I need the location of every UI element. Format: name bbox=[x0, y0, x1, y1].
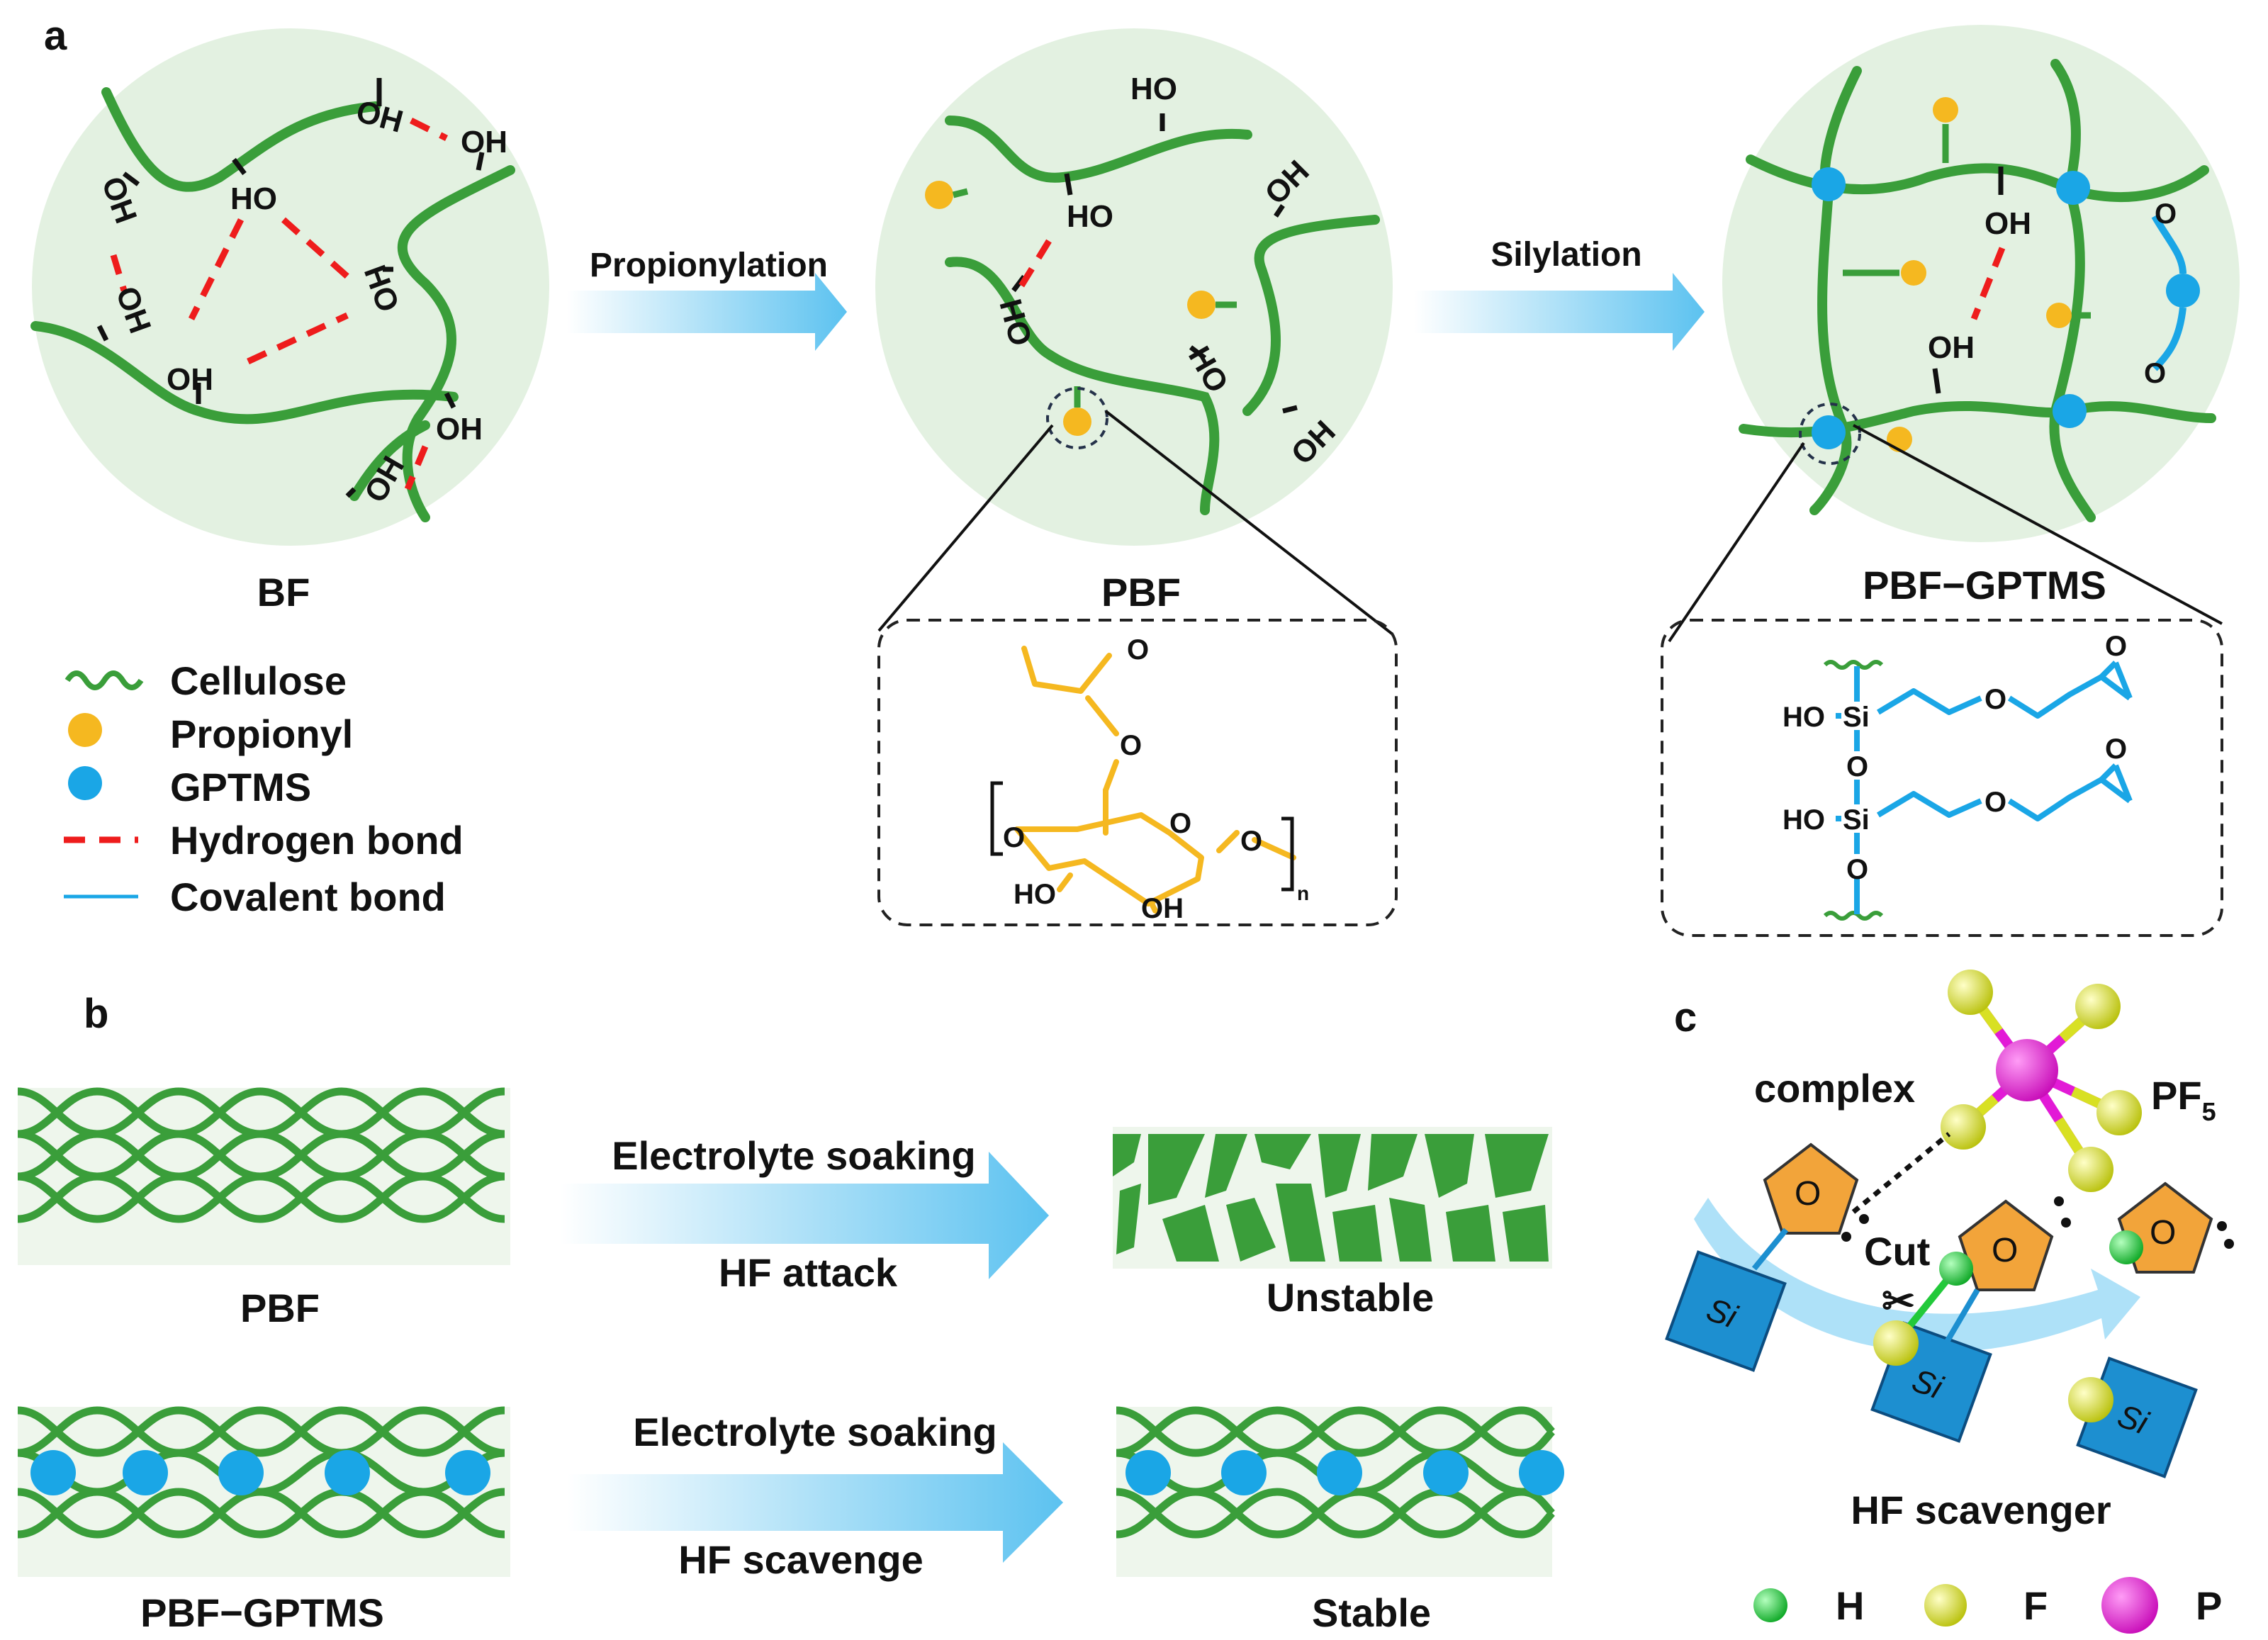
bf-oh-2: OH bbox=[461, 125, 507, 159]
pbf-chem-o-left: O bbox=[1003, 822, 1025, 853]
pbf-chem-o-right: O bbox=[1240, 826, 1262, 857]
scavenging-flow-arrow bbox=[1694, 1198, 2140, 1353]
pbf-oh-2: HO bbox=[1067, 199, 1113, 234]
pbf-chem-ho: HO bbox=[1014, 879, 1056, 910]
panel-b-pbf-gptms-label: PBF−GPTMS bbox=[140, 1590, 384, 1635]
panel-label-b: b bbox=[84, 991, 108, 1037]
atom-p-swatch bbox=[2101, 1577, 2158, 1634]
pentagon-group: O O O bbox=[1763, 1142, 2234, 1291]
unstable-label: Unstable bbox=[1267, 1275, 1435, 1320]
gptms-chemical-structure: HO Si O HO Si O O O O O bbox=[1783, 631, 2133, 921]
pbf-chem-o-ester: O bbox=[1120, 730, 1142, 761]
legend-covalent: Covalent bond bbox=[170, 875, 446, 919]
gptms-chem-si-1: Si bbox=[1843, 702, 1870, 733]
pbf-chemical-structure: O O O O O HO OH n bbox=[990, 634, 1309, 924]
silylation-arrow bbox=[1414, 273, 1705, 351]
pentagon-o-2: O bbox=[1992, 1232, 2018, 1269]
pbf-zoom-lines bbox=[877, 410, 1394, 636]
pf5-label: PF5 bbox=[2151, 1073, 2216, 1126]
stable-label: Stable bbox=[1312, 1590, 1431, 1635]
pbf-chem-n: n bbox=[1297, 882, 1309, 904]
bf-oh-3: HO bbox=[230, 181, 277, 216]
bf-oh-7: OH bbox=[167, 362, 213, 397]
stable-mesh bbox=[1116, 1406, 1564, 1577]
pbf-gptms-circle: OH OH O O bbox=[1722, 25, 2240, 542]
legend-hbond: Hydrogen bond bbox=[170, 818, 464, 863]
pentagon-o-1: O bbox=[1795, 1175, 1821, 1213]
pf5-molecule bbox=[1941, 970, 2142, 1192]
pbf-label: PBF bbox=[1101, 570, 1181, 614]
legend-propionyl: Propionyl bbox=[170, 712, 353, 756]
legend-gptms: GPTMS bbox=[170, 765, 311, 809]
gptms-o-2: O bbox=[2144, 358, 2166, 389]
pbf-gptms-label: PBF−GPTMS bbox=[1863, 563, 2106, 607]
gptms-chem-o-bottom: O bbox=[1846, 854, 1868, 885]
gptms-chem-o-epoxide-2: O bbox=[2105, 734, 2127, 765]
legend-cellulose: Cellulose bbox=[170, 658, 347, 703]
pentagon-o-3: O bbox=[2150, 1214, 2176, 1252]
gptms-chem-ho-2: HO bbox=[1783, 804, 1825, 836]
gptms-chem-ho-1: HO bbox=[1783, 702, 1825, 733]
gptms-chem-o-link: O bbox=[1846, 751, 1868, 782]
gptms-zoom-lines bbox=[1668, 424, 2223, 643]
pbf-oh-1: HO bbox=[1130, 72, 1177, 106]
atom-h-label: H bbox=[1836, 1583, 1864, 1628]
gptms-chem-o-epoxide-1: O bbox=[2105, 631, 2127, 662]
panel-label-c: c bbox=[1674, 994, 1697, 1040]
silylation-label: Silylation bbox=[1491, 236, 1641, 274]
soaking-arrow-1 bbox=[560, 1152, 1049, 1279]
pbf-circle: HO HO OH HO HO OH bbox=[875, 28, 1393, 546]
soaking-label-2: Electrolyte soaking bbox=[633, 1410, 997, 1454]
bf-oh-8: OH bbox=[436, 412, 483, 446]
gptms-o-1: O bbox=[2155, 198, 2177, 230]
pbf-chem-o-top: O bbox=[1127, 634, 1149, 665]
bf-circle: OH OH HO OH OH HO OH OH OH bbox=[30, 28, 549, 546]
soaking-arrow-2 bbox=[567, 1442, 1063, 1563]
hf-atoms bbox=[1873, 1230, 2143, 1422]
panel-label-a: a bbox=[44, 13, 67, 59]
pbf-mesh bbox=[17, 1087, 510, 1265]
panel-b-pbf-label: PBF bbox=[240, 1286, 320, 1330]
gptms-chem-o-chain-2: O bbox=[1984, 787, 2006, 818]
pbf-gptms-mesh bbox=[17, 1406, 510, 1577]
pbf-chem-o-ring: O bbox=[1169, 808, 1191, 839]
atom-h-swatch bbox=[1753, 1588, 1787, 1622]
unstable-mesh bbox=[1113, 1127, 1552, 1269]
legend-gptms-swatch bbox=[68, 766, 102, 800]
hf-attack-label: HF attack bbox=[719, 1250, 898, 1295]
gptms-chem-o-chain-1: O bbox=[1984, 684, 2006, 715]
gptms-oh-2: OH bbox=[1928, 330, 1975, 365]
legend: Cellulose Propionyl GPTMS Hydrogen bond … bbox=[64, 658, 464, 919]
bf-label: BF bbox=[257, 570, 310, 614]
propionylation-arrow bbox=[567, 273, 847, 351]
hf-scavenger-label: HF scavenger bbox=[1851, 1488, 2111, 1532]
pbf-chem-oh: OH bbox=[1141, 893, 1184, 924]
soaking-label-1: Electrolyte soaking bbox=[612, 1133, 976, 1178]
legend-propionyl-swatch bbox=[68, 713, 102, 747]
gptms-structure-box bbox=[1661, 619, 2223, 937]
cut-label: Cut bbox=[1864, 1229, 1930, 1274]
pbf-structure-box bbox=[877, 619, 1398, 926]
atom-p-label: P bbox=[2196, 1583, 2222, 1628]
scissors-icon: ✂ bbox=[1882, 1279, 1915, 1323]
atom-legend: H F P bbox=[1753, 1577, 2222, 1634]
complex-label: complex bbox=[1754, 1066, 1915, 1111]
legend-cellulose-swatch bbox=[64, 670, 144, 690]
propionylation-label: Propionylation bbox=[590, 247, 828, 284]
hf-scavenge-label: HF scavenge bbox=[678, 1537, 924, 1582]
gptms-chem-si-2: Si bbox=[1843, 804, 1870, 836]
atom-f-label: F bbox=[2023, 1583, 2048, 1628]
gptms-oh-1: OH bbox=[1984, 206, 2031, 241]
complex-dotted-bond bbox=[1851, 1132, 1951, 1214]
atom-f-swatch bbox=[1924, 1584, 1967, 1627]
